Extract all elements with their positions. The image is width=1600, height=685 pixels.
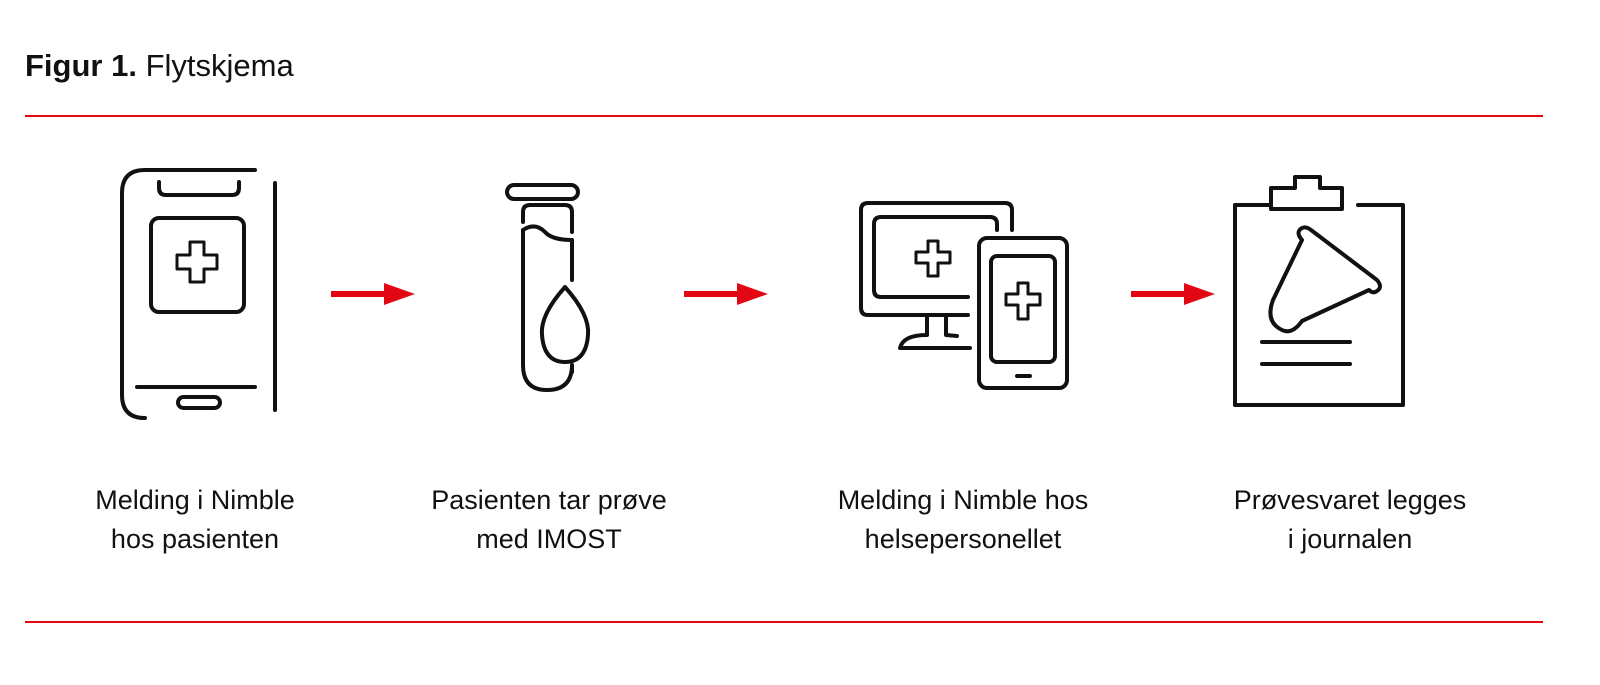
top-divider	[25, 115, 1543, 117]
step-label: Pasienten tar prøve med IMOST	[379, 481, 719, 559]
step-label-line: med IMOST	[476, 524, 622, 554]
step-label-line: helsepersonellet	[864, 524, 1062, 554]
figure-caption: Flytskjema	[145, 48, 294, 83]
step-label-line: hos pasienten	[110, 524, 280, 554]
arrow-icon	[1131, 283, 1215, 305]
step-label: Melding i Nimble hos pasienten	[25, 481, 365, 559]
clipboard-test-tube-icon	[1233, 175, 1405, 407]
step-label: Prøvesvaret legges i journalen	[1180, 481, 1520, 559]
arrow-icon	[684, 283, 768, 305]
smartphone-medical-icon	[120, 168, 277, 420]
figure-number: Figur 1.	[25, 48, 137, 83]
figure-title: Figur 1. Flytskjema	[25, 48, 294, 84]
step-label: Melding i Nimble hos helsepersonellet	[793, 481, 1133, 559]
test-tube-blood-drop-icon	[505, 183, 591, 392]
arrow-icon	[331, 283, 415, 305]
step-label-line: Melding i Nimble hos	[837, 485, 1089, 515]
bottom-divider	[25, 621, 1543, 623]
step-label-line: Melding i Nimble	[95, 485, 295, 515]
step-label-line: Pasienten tar prøve	[431, 485, 667, 515]
monitor-tablet-medical-icon	[859, 201, 1069, 390]
step-label-line: i journalen	[1287, 524, 1413, 554]
step-label-line: Prøvesvaret legges	[1233, 485, 1467, 515]
